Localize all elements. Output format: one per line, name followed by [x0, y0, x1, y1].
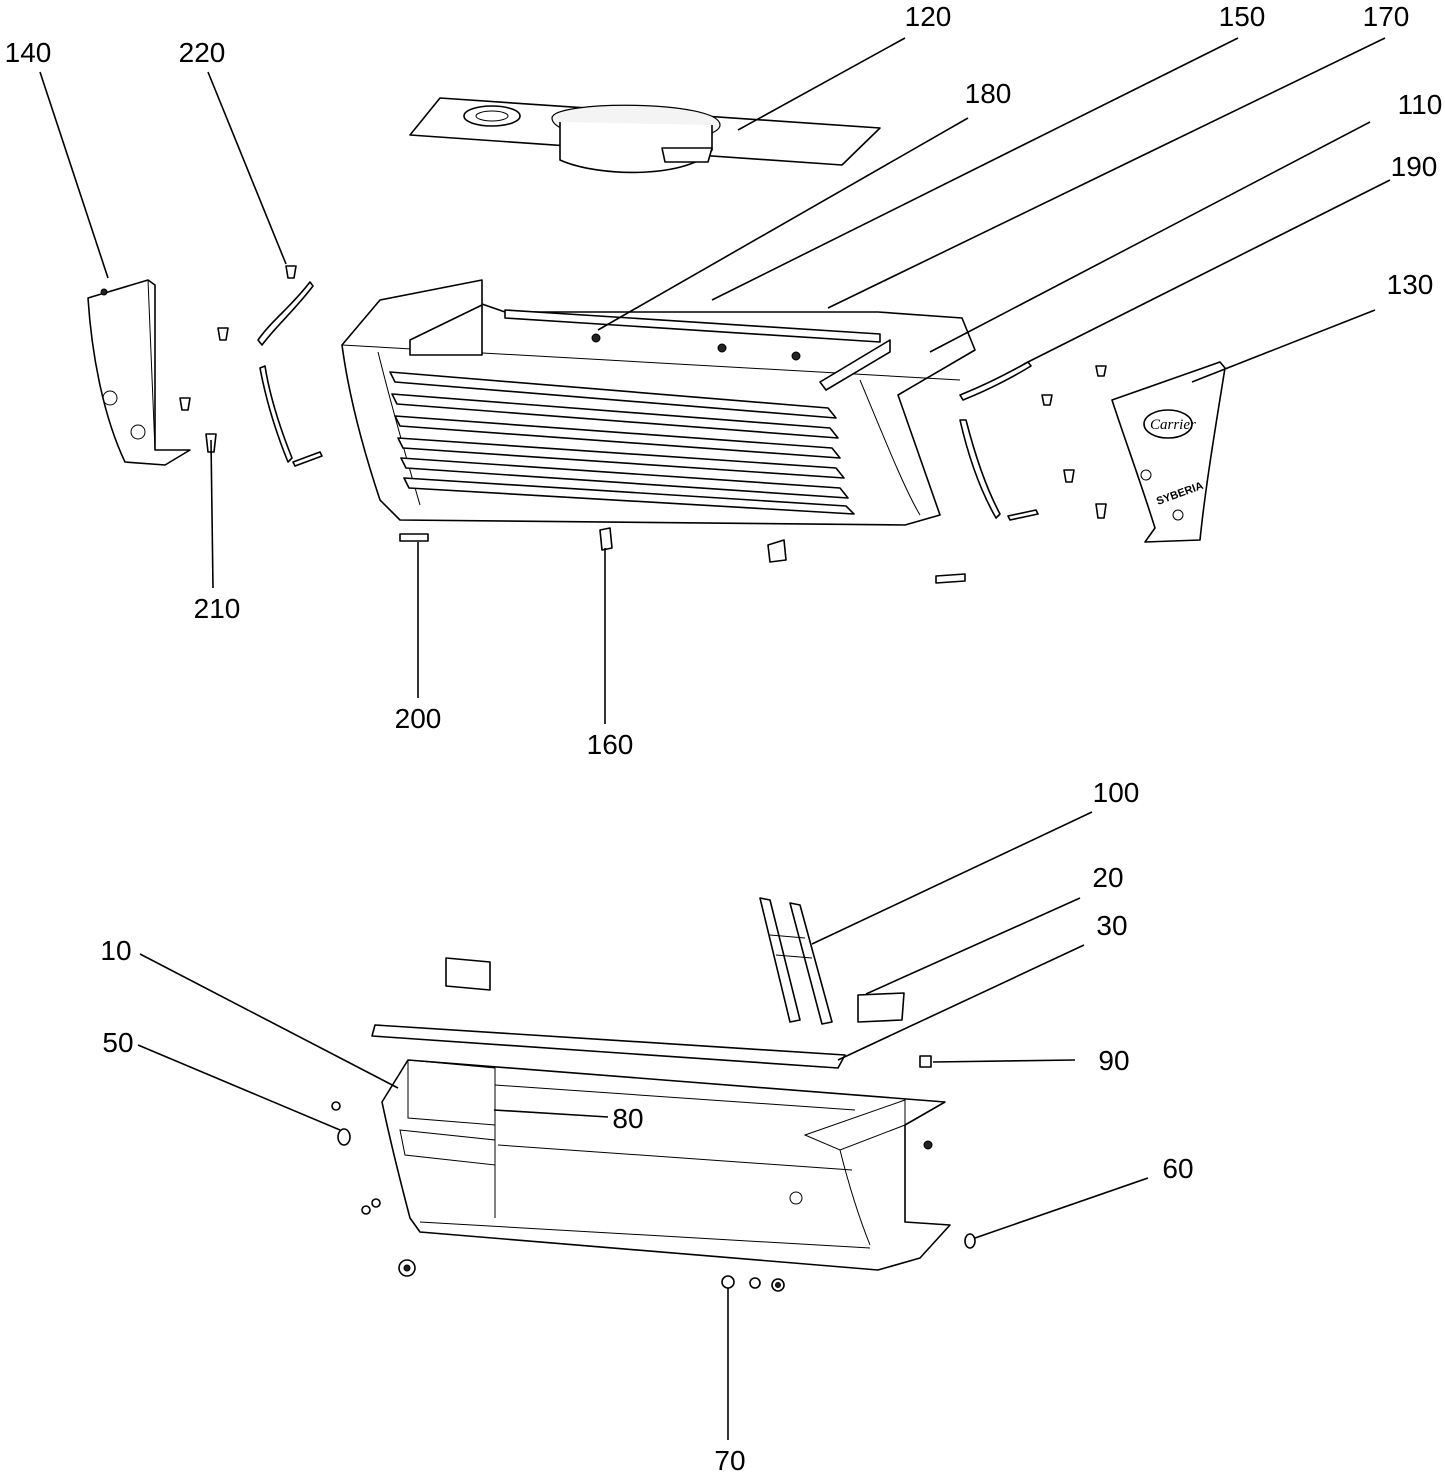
- part-140-left-end-cover: [87, 279, 191, 466]
- label-170: 170: [1363, 1, 1410, 32]
- part-50-grommets: [331, 1101, 416, 1277]
- label-20: 20: [1092, 862, 1123, 893]
- leader-lines: [39, 37, 1391, 1440]
- label-210: 210: [194, 593, 241, 624]
- label-180: 180: [965, 78, 1012, 109]
- label-90: 90: [1098, 1045, 1129, 1076]
- label-160: 160: [587, 729, 634, 760]
- part-90-plug: [919, 1055, 932, 1068]
- part-10-main-frame: [381, 1059, 951, 1271]
- label-220: 220: [179, 37, 226, 68]
- part-200-pads: [399, 533, 966, 584]
- part-190-seal-strips-right: [959, 361, 1107, 521]
- part-100-support-bracket: [759, 897, 833, 1025]
- label-100: 100: [1093, 777, 1140, 808]
- label-30: 30: [1096, 910, 1127, 941]
- label-70: 70: [714, 1445, 745, 1476]
- label-150: 150: [1219, 1, 1266, 32]
- part-20-channel-brackets: [445, 957, 905, 1023]
- part-220-clips-left: [179, 265, 297, 453]
- label-110: 110: [1398, 89, 1443, 120]
- label-140: 140: [5, 37, 52, 68]
- part-number-labels: 120 150 170 140 220 180 110 190 130 210 …: [5, 1, 1443, 1476]
- label-50: 50: [102, 1027, 133, 1058]
- label-120: 120: [905, 1, 952, 32]
- label-200: 200: [395, 703, 442, 734]
- label-60: 60: [1162, 1153, 1193, 1184]
- part-seal-strips-left: [257, 281, 323, 467]
- part-120-top-plate: [409, 97, 881, 174]
- part-130-right-end-cover: Carrier SYBERIA: [1111, 361, 1226, 543]
- label-80: 80: [612, 1103, 643, 1134]
- part-70-washers: [721, 1275, 785, 1292]
- label-130: 130: [1387, 269, 1434, 300]
- part-160-brackets: [599, 527, 787, 563]
- label-10: 10: [100, 935, 131, 966]
- part-30-top-rail: [371, 1024, 846, 1069]
- part-110-grille-housing: [341, 279, 976, 526]
- label-190: 190: [1391, 151, 1438, 182]
- part-60-grommet: [964, 1233, 976, 1249]
- brand-logo-text: Carrier: [1150, 417, 1196, 433]
